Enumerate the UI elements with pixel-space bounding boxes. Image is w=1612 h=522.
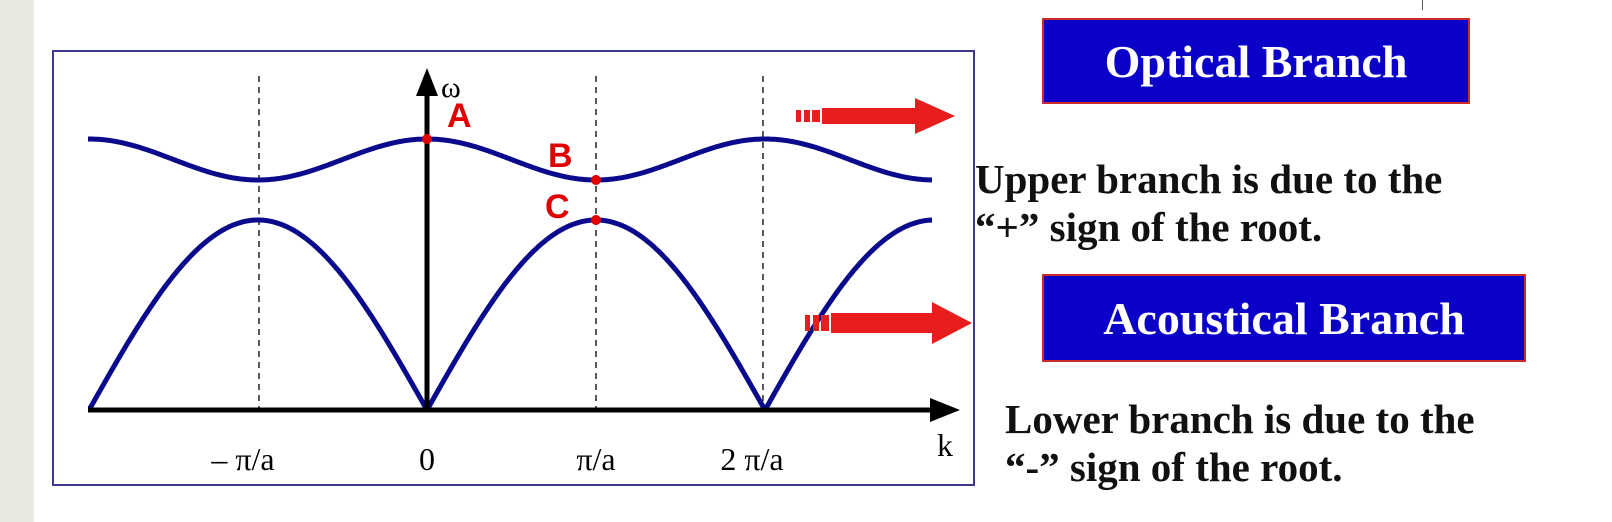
- lower-branch-note-line2: “-” sign of the root.: [1005, 444, 1343, 490]
- tick-label-2pi-a: 2 π/a: [720, 441, 783, 477]
- point-c-marker: [591, 215, 601, 225]
- x-axis-arrowhead: [930, 398, 960, 422]
- y-axis-arrowhead: [416, 68, 438, 96]
- acoustical-pointer-arrow: [805, 302, 972, 344]
- optical-branch-title: Optical Branch: [1042, 18, 1470, 104]
- optical-branch-curve: [87, 136, 933, 183]
- acoustical-branch-title: Acoustical Branch: [1042, 274, 1526, 362]
- tick-label-zero: 0: [419, 441, 435, 477]
- lower-branch-note: Lower branch is due to the “-” sign of t…: [1005, 395, 1475, 491]
- upper-branch-note: Upper branch is due to the “+” sign of t…: [975, 155, 1442, 251]
- dispersion-plot-frame: [52, 50, 975, 486]
- point-a-label: A: [447, 97, 472, 135]
- acoustical-branch-curve: [87, 217, 933, 411]
- lower-branch-note-line1: Lower branch is due to the: [1005, 396, 1475, 442]
- upper-branch-note-line1: Upper branch is due to the: [975, 156, 1443, 202]
- point-b-label: B: [548, 137, 573, 175]
- point-b-marker: [591, 175, 601, 185]
- upper-branch-note-line2: “+” sign of the root.: [975, 204, 1323, 250]
- x-axis-label: k: [937, 427, 953, 463]
- point-c-label: C: [545, 188, 570, 226]
- slide-edge-tick: [1422, 0, 1423, 10]
- y-axis-label: ω: [441, 71, 461, 104]
- point-a-marker: [422, 134, 432, 144]
- optical-pointer-arrow: [796, 98, 955, 134]
- slide-left-margin: [0, 0, 34, 522]
- tick-label-minus-pi-a: – π/a: [210, 441, 274, 477]
- tick-label-pi-a: π/a: [576, 441, 615, 477]
